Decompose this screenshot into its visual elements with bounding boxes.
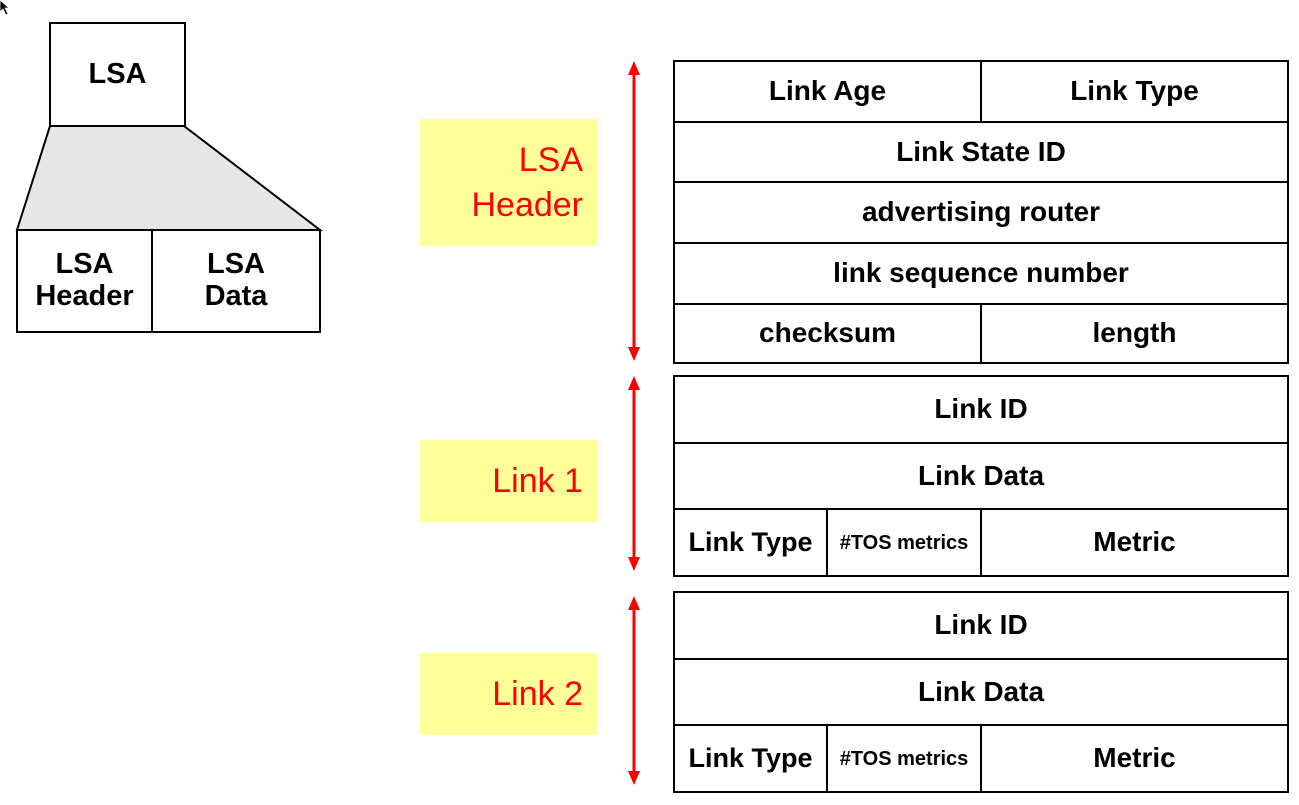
link2-tos-metrics-field: #TOS metrics bbox=[826, 724, 982, 793]
link1-link-type-field: Link Type bbox=[673, 508, 828, 577]
link2-link-type-field: Link Type bbox=[673, 724, 828, 793]
link1-link-data-label: Link Data bbox=[917, 459, 1045, 491]
lsa-header-box: LSA Header bbox=[16, 229, 153, 333]
link2-tos-metrics-label: #TOS metrics bbox=[839, 747, 969, 770]
link-state-id-label: Link State ID bbox=[896, 135, 1066, 167]
link1-link-type-label: Link Type bbox=[688, 526, 813, 557]
lsa-header-box-label: LSA Header bbox=[35, 248, 134, 312]
link1-link-data-field: Link Data bbox=[673, 442, 1289, 510]
link2-link-data-field: Link Data bbox=[673, 658, 1289, 726]
link1-metric-label: Metric bbox=[1093, 526, 1176, 558]
link2-link-id-field: Link ID bbox=[673, 591, 1289, 660]
link1-tos-metrics-field: #TOS metrics bbox=[826, 508, 982, 577]
link2-metric-label: Metric bbox=[1093, 742, 1176, 774]
link1-side-label: Link 1 bbox=[420, 440, 597, 522]
lsa-box: LSA bbox=[49, 22, 186, 127]
mouse-cursor-icon bbox=[0, 0, 11, 16]
link-age-label: Link Age bbox=[768, 75, 887, 107]
link-state-id-field: Link State ID bbox=[673, 121, 1289, 183]
lsa-data-box-label: LSA Data bbox=[204, 248, 268, 312]
lsa-box-label: LSA bbox=[88, 57, 147, 90]
link-sequence-number-field: link sequence number bbox=[673, 242, 1289, 305]
header-link-type-label: Link Type bbox=[1070, 75, 1199, 107]
link2-side-label: Link 2 bbox=[420, 653, 597, 735]
link1-metric-field: Metric bbox=[980, 508, 1289, 577]
link2-link-type-label: Link Type bbox=[688, 742, 813, 773]
checksum-field: checksum bbox=[673, 303, 982, 364]
lsa-data-box: LSA Data bbox=[151, 229, 321, 333]
link2-link-id-label: Link ID bbox=[934, 609, 1028, 641]
link2-side-label-text: Link 2 bbox=[492, 674, 583, 713]
length-field: length bbox=[980, 303, 1289, 364]
lsa-header-side-label: LSA Header bbox=[420, 119, 597, 246]
link1-link-id-label: Link ID bbox=[934, 393, 1028, 425]
length-label: length bbox=[1092, 317, 1177, 349]
link-age-field: Link Age bbox=[673, 60, 982, 123]
link1-link-id-field: Link ID bbox=[673, 375, 1289, 444]
section-arrows bbox=[628, 61, 640, 785]
link2-link-data-label: Link Data bbox=[917, 675, 1045, 707]
advertising-router-field: advertising router bbox=[673, 181, 1289, 244]
checksum-label: checksum bbox=[759, 317, 896, 349]
lsa-header-side-label-text: LSA Header bbox=[471, 141, 583, 224]
link1-side-label-text: Link 1 bbox=[492, 461, 583, 500]
link-sequence-number-label: link sequence number bbox=[833, 257, 1129, 289]
link1-tos-metrics-label: #TOS metrics bbox=[839, 531, 969, 554]
header-link-type-field: Link Type bbox=[980, 60, 1289, 123]
advertising-router-label: advertising router bbox=[861, 196, 1101, 228]
link2-metric-field: Metric bbox=[980, 724, 1289, 793]
